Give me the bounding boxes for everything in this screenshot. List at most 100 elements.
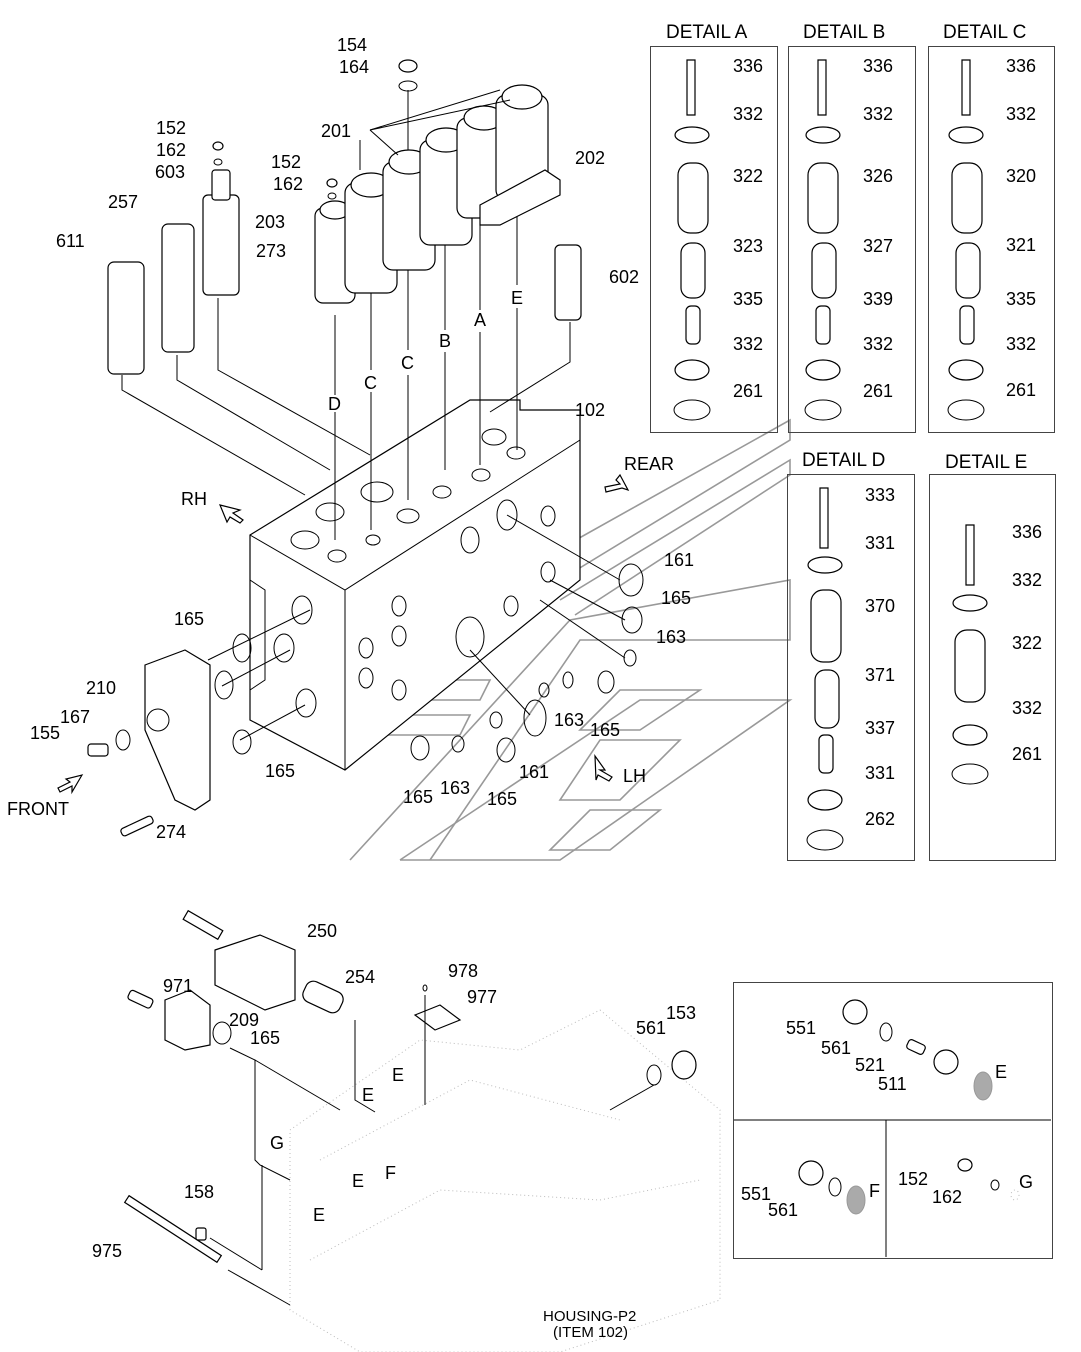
inset-g-letter: G bbox=[1019, 1172, 1034, 1192]
detail-e-part-label: 336 bbox=[1012, 522, 1043, 542]
part-label: 102 bbox=[575, 400, 606, 420]
inset-e-letter: E bbox=[995, 1062, 1008, 1082]
part-label: 161 bbox=[519, 762, 550, 782]
detail-d-part-label: 370 bbox=[865, 596, 896, 616]
detail-e-part-label: 332 bbox=[1012, 570, 1043, 590]
part-label: 274 bbox=[156, 822, 187, 842]
inset-f-part-label: 561 bbox=[768, 1200, 799, 1220]
part-label: 162 bbox=[273, 174, 304, 194]
part-label: 153 bbox=[666, 1003, 697, 1023]
part-label: 257 bbox=[108, 192, 139, 212]
housing-caption: HOUSING-P2 bbox=[543, 1308, 637, 1325]
detail-e-part-label: 261 bbox=[1012, 744, 1043, 764]
detail-e-part-label: 322 bbox=[1012, 633, 1043, 653]
detail-b-part-label: 327 bbox=[863, 236, 894, 256]
inset-g-part-label: 162 bbox=[932, 1187, 963, 1207]
detail-d-title: DETAIL D bbox=[802, 450, 886, 471]
direction-arrows bbox=[58, 475, 628, 792]
part-label: 602 bbox=[609, 267, 640, 287]
inset-views-box bbox=[733, 982, 1053, 1259]
detail-b-part-label: 261 bbox=[863, 381, 894, 401]
part-label: 165 bbox=[174, 609, 205, 629]
detail-b-part-label: 326 bbox=[863, 166, 894, 186]
detail-b-part-label: 332 bbox=[863, 334, 894, 354]
detail-c-part-label: 320 bbox=[1006, 166, 1037, 186]
part-label: 152 bbox=[271, 152, 302, 172]
port-letter: C bbox=[364, 373, 377, 393]
direction-label-front: FRONT bbox=[7, 799, 69, 819]
inset-e-part-label: 521 bbox=[855, 1055, 886, 1075]
port-letter: B bbox=[439, 331, 452, 351]
detail-a-part-label: 261 bbox=[733, 381, 764, 401]
detail-a-title: DETAIL A bbox=[666, 22, 748, 43]
part-label: 611 bbox=[56, 231, 85, 251]
part-label: 165 bbox=[487, 789, 518, 809]
detail-d-part-label: 371 bbox=[865, 665, 896, 685]
port-letter: E bbox=[313, 1205, 326, 1225]
inset-e-part-label: 561 bbox=[821, 1038, 852, 1058]
detail-d-part-label: 333 bbox=[865, 485, 896, 505]
inset-e-part-label: 511 bbox=[878, 1074, 907, 1094]
detail-a-box bbox=[650, 46, 778, 433]
part-label: 165 bbox=[590, 720, 621, 740]
housing-block-102 bbox=[250, 400, 580, 770]
part-label: 152 bbox=[156, 118, 187, 138]
relief-valves bbox=[108, 142, 581, 374]
part-label: 165 bbox=[661, 588, 692, 608]
direction-label-rh: RH bbox=[181, 489, 207, 509]
port-letter: G bbox=[270, 1133, 285, 1153]
part-label: 975 bbox=[92, 1241, 123, 1261]
part-label: 254 bbox=[345, 967, 376, 987]
inset-f-letter: F bbox=[869, 1181, 880, 1201]
direction-label-rear: REAR bbox=[624, 454, 675, 474]
part-label: 203 bbox=[255, 212, 286, 232]
detail-c-part-label: 332 bbox=[1006, 334, 1037, 354]
port-letter: E bbox=[352, 1171, 365, 1191]
part-label: 202 bbox=[575, 148, 606, 168]
port-letter: C bbox=[401, 353, 414, 373]
detail-b-part-label: 336 bbox=[863, 56, 894, 76]
port-letter: A bbox=[474, 310, 487, 330]
part-label: 603 bbox=[155, 162, 186, 182]
detail-a-part-label: 332 bbox=[733, 104, 764, 124]
part-label: 165 bbox=[265, 761, 296, 781]
part-label: 971 bbox=[163, 976, 194, 996]
detail-c-part-label: 336 bbox=[1006, 56, 1037, 76]
part-label: 162 bbox=[156, 140, 187, 160]
part-label: 155 bbox=[30, 723, 61, 743]
detail-c-part-label: 261 bbox=[1006, 380, 1037, 400]
port-letter: E bbox=[511, 288, 524, 308]
port-letter: E bbox=[362, 1085, 375, 1105]
part-label: 154 bbox=[337, 35, 368, 55]
detail-d-box bbox=[787, 474, 915, 861]
part-label: 561 bbox=[636, 1018, 667, 1038]
o-rings-main bbox=[116, 564, 643, 762]
part-label: 163 bbox=[554, 710, 585, 730]
part-label: 165 bbox=[403, 787, 434, 807]
detail-b-title: DETAIL B bbox=[803, 22, 886, 43]
detail-c-title: DETAIL C bbox=[943, 22, 1027, 43]
inset-e-part-label: 551 bbox=[786, 1018, 817, 1038]
detail-e-title: DETAIL E bbox=[945, 452, 1028, 473]
detail-c-part-label: 332 bbox=[1006, 104, 1037, 124]
solenoid-caps-201 bbox=[315, 60, 560, 303]
inset-views-art bbox=[733, 1000, 1051, 1257]
port-letter: E bbox=[392, 1065, 405, 1085]
housing-ghost-outline bbox=[290, 420, 790, 860]
detail-a-part-label: 336 bbox=[733, 56, 764, 76]
detail-parts-art bbox=[674, 60, 988, 850]
detail-c-box bbox=[928, 46, 1055, 433]
detail-d-part-label: 337 bbox=[865, 718, 896, 738]
part-label: 164 bbox=[339, 57, 370, 77]
assembly-leader-lines bbox=[122, 90, 625, 740]
part-label: 201 bbox=[321, 121, 352, 141]
part-label: 163 bbox=[656, 627, 687, 647]
port-letter: D bbox=[328, 394, 341, 414]
detail-b-box bbox=[788, 46, 916, 433]
part-label: 163 bbox=[440, 778, 471, 798]
inset-f-part-label: 551 bbox=[741, 1184, 772, 1204]
detail-a-part-label: 322 bbox=[733, 166, 764, 186]
part-label: 158 bbox=[184, 1182, 215, 1202]
detail-a-part-label: 335 bbox=[733, 289, 764, 309]
